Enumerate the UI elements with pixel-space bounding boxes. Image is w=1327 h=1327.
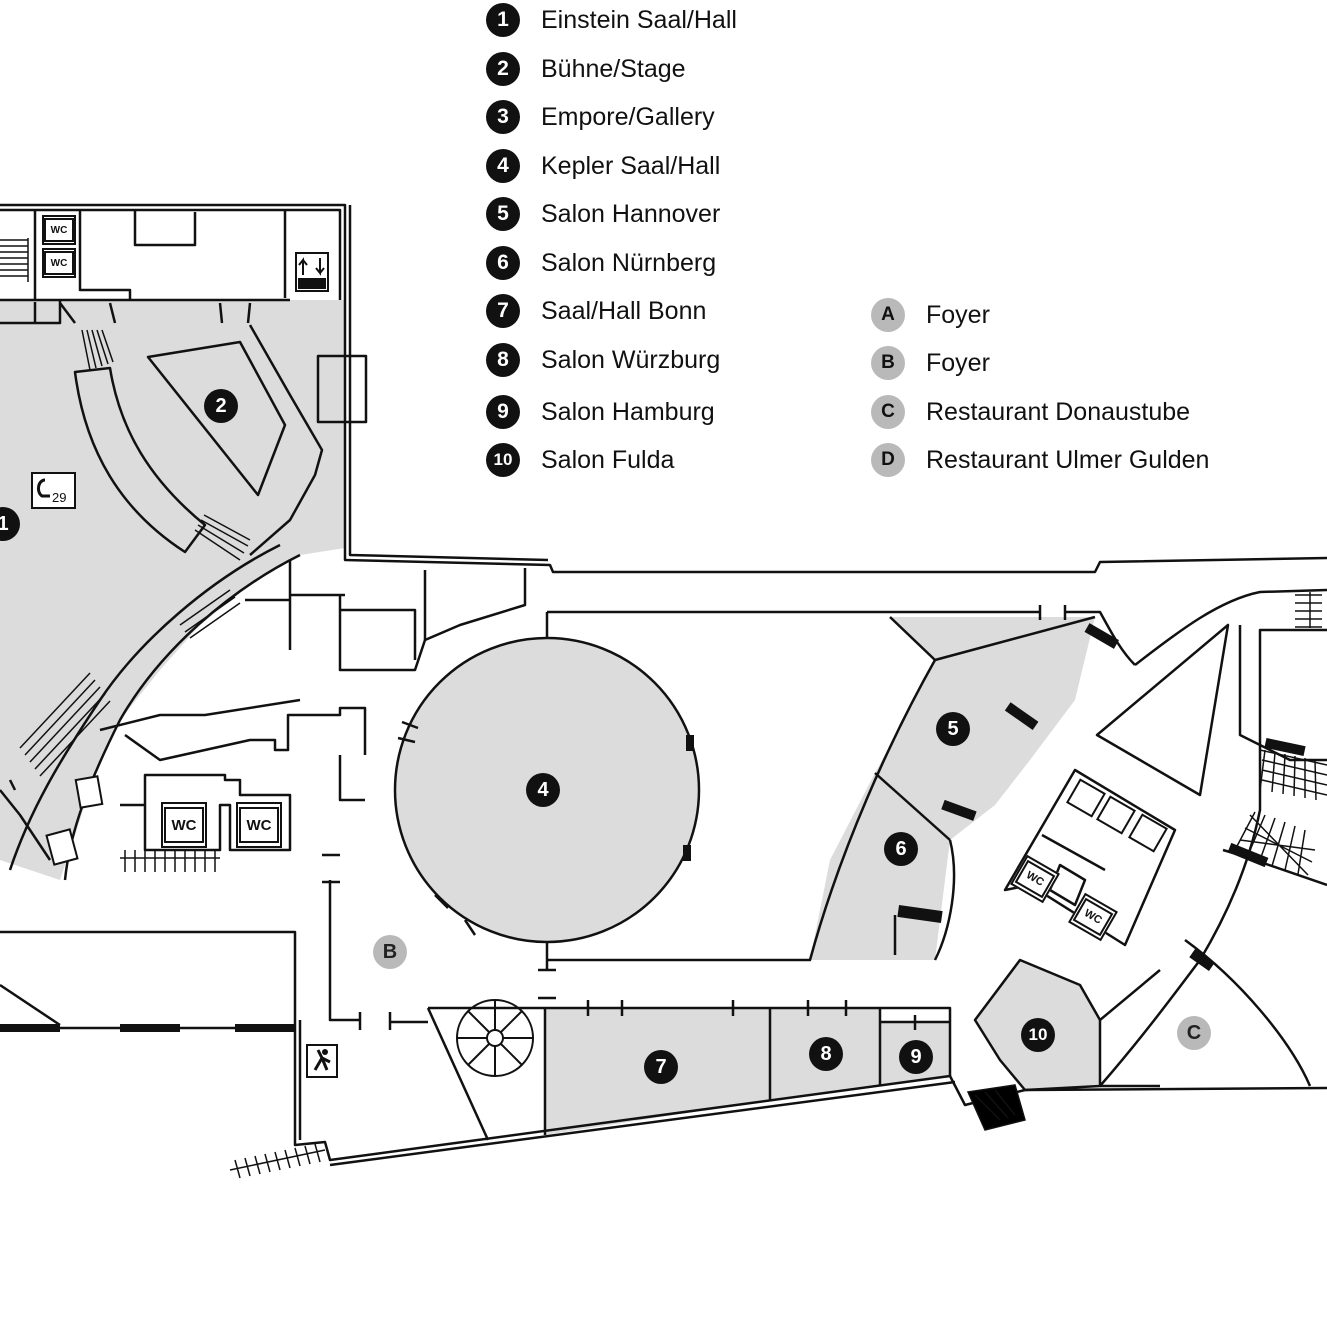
legend-area-letter: A	[871, 298, 905, 332]
legend-item-room[interactable]: 9 Salon Hamburg	[486, 394, 715, 430]
emergency-exit-icon	[306, 1044, 338, 1078]
legend-area-letter: D	[871, 443, 905, 477]
legend-room-number: 5	[486, 197, 520, 231]
legend-item-room[interactable]: 3 Empore/Gallery	[486, 99, 715, 135]
legend-item-room[interactable]: 7 Saal/Hall Bonn	[486, 293, 706, 329]
legend-room-number: 4	[486, 149, 520, 183]
legend-area-label: Restaurant Donaustube	[926, 397, 1191, 426]
einstein-hall-area	[0, 300, 345, 880]
legend-room-label: Empore/Gallery	[541, 102, 715, 131]
legend-room-number: 10	[486, 443, 520, 477]
salon-hannover-area	[875, 617, 1095, 840]
legend-item-area[interactable]: D Restaurant Ulmer Gulden	[871, 442, 1209, 478]
map-marker-room-1[interactable]: 1	[0, 507, 20, 541]
legend-room-label: Kepler Saal/Hall	[541, 151, 721, 180]
legend-room-number: 8	[486, 343, 520, 377]
legend-room-label: Bühne/Stage	[541, 54, 686, 83]
wc-icon: WC	[236, 802, 282, 848]
legend-room-label: Salon Hamburg	[541, 397, 715, 426]
elevator-icon	[45, 252, 1168, 866]
cloakroom-number: 29	[52, 490, 67, 505]
map-marker-room-10[interactable]: 10	[1021, 1018, 1055, 1052]
legend-room-label: Salon Hannover	[541, 199, 721, 228]
legend-area-letter: B	[871, 346, 905, 380]
legend-item-room[interactable]: 4 Kepler Saal/Hall	[486, 148, 720, 184]
legend-item-room[interactable]: 10 Salon Fulda	[486, 442, 674, 478]
door-marks	[322, 605, 1067, 1030]
legend-item-room[interactable]: 1 Einstein Saal/Hall	[486, 2, 737, 38]
legend-room-label: Einstein Saal/Hall	[541, 5, 737, 34]
legend-area-label: Foyer	[926, 300, 990, 329]
cloakroom-icon	[31, 472, 76, 509]
wc-icon: WC	[161, 802, 207, 848]
map-marker-room-2[interactable]: 2	[204, 389, 238, 423]
legend-item-area[interactable]: A Foyer	[871, 297, 990, 333]
map-marker-room-6[interactable]: 6	[884, 832, 918, 866]
legend-area-label: Restaurant Ulmer Gulden	[926, 445, 1210, 474]
legend-room-number: 7	[486, 294, 520, 328]
elevator-icon-fill	[298, 257, 326, 289]
wc-icon: WC	[42, 215, 76, 245]
legend-room-number: 3	[486, 100, 520, 134]
map-marker-room-4[interactable]: 4	[526, 773, 560, 807]
legend-item-room[interactable]: 8 Salon Würzburg	[486, 342, 720, 378]
legend-item-area[interactable]: B Foyer	[871, 345, 990, 381]
legend-item-room[interactable]: 6 Salon Nürnberg	[486, 245, 716, 281]
legend-item-room[interactable]: 5 Salon Hannover	[486, 196, 720, 232]
spiral-staircase-icon	[456, 999, 534, 1077]
wc-icon: WC	[42, 248, 76, 278]
legend-room-label: Salon Fulda	[541, 445, 675, 474]
legend-room-number: 1	[486, 3, 520, 37]
legend-room-number: 2	[486, 52, 520, 86]
walls	[0, 203, 1327, 1167]
legend-room-number: 9	[486, 395, 520, 429]
map-marker-area-c[interactable]: C	[1177, 1016, 1211, 1050]
map-marker-room-8[interactable]: 8	[809, 1037, 843, 1071]
legend-room-label: Saal/Hall Bonn	[541, 296, 707, 325]
stairs-icon	[0, 238, 1327, 1179]
legend-area-letter: C	[871, 395, 905, 429]
legend-room-label: Salon Würzburg	[541, 345, 721, 374]
legend-item-area[interactable]: C Restaurant Donaustube	[871, 394, 1190, 430]
legend-room-label: Salon Nürnberg	[541, 248, 717, 277]
map-marker-room-5[interactable]: 5	[936, 712, 970, 746]
map-marker-area-b[interactable]: B	[373, 935, 407, 969]
map-marker-room-9[interactable]: 9	[899, 1040, 933, 1074]
legend-area-label: Foyer	[926, 348, 990, 377]
map-marker-room-7[interactable]: 7	[644, 1050, 678, 1084]
legend-room-number: 6	[486, 246, 520, 280]
legend-item-room[interactable]: 2 Bühne/Stage	[486, 51, 686, 87]
black-wall-segments	[0, 623, 1306, 1032]
